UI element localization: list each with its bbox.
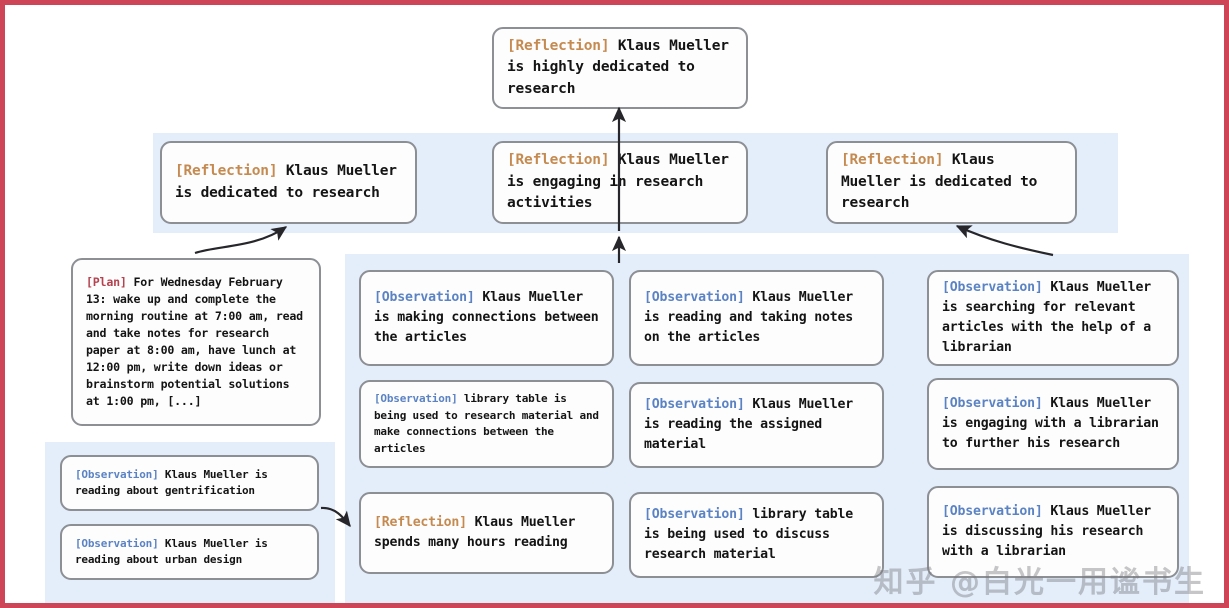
node-plan-text: [Plan] For Wednesday February 13: wake u… — [86, 274, 306, 410]
tag-reflection: [Reflection] — [841, 152, 944, 169]
tag-observation: [Observation] — [942, 504, 1043, 519]
tag-reflection: [Reflection] — [175, 163, 278, 179]
node-obs-bottomleft-2[interactable]: [Observation] Klaus Mueller is reading a… — [60, 524, 319, 580]
node-obs-bottomleft-2-body: Klaus Mueller is reading about urban des… — [75, 536, 268, 567]
node-col2-1[interactable]: [Observation] Klaus Mueller is making co… — [359, 270, 614, 366]
node-col2-2-body: library table is being used to research … — [374, 392, 599, 455]
node-plan[interactable]: [Plan] For Wednesday February 13: wake u… — [71, 258, 321, 426]
node-obs-bottomleft-1-text: [Observation] Klaus Mueller is reading a… — [75, 467, 304, 500]
node-col2-3[interactable]: [Reflection] Klaus Mueller spends many h… — [359, 492, 614, 574]
tag-observation: [Observation] — [942, 396, 1043, 411]
node-reflection-left-text: [Reflection] Klaus Mueller is dedicated … — [175, 161, 402, 204]
tag-observation: [Observation] — [644, 290, 745, 305]
node-col4-3[interactable]: [Observation] Klaus Mueller is discussin… — [927, 486, 1179, 578]
node-col3-1-text: [Observation] Klaus Mueller is reading a… — [644, 288, 869, 348]
node-reflection-right[interactable]: [Reflection] Klaus Mueller is dedicated … — [826, 141, 1077, 224]
node-col3-1[interactable]: [Observation] Klaus Mueller is reading a… — [629, 270, 884, 366]
tag-observation: [Observation] — [644, 507, 745, 522]
node-reflection-right-text: [Reflection] Klaus Mueller is dedicated … — [841, 150, 1062, 215]
tag-observation: [Observation] — [75, 467, 159, 481]
node-reflection-mid-body: Klaus Mueller is engaging in research ac… — [507, 152, 729, 212]
node-col3-2-text: [Observation] Klaus Mueller is reading t… — [644, 395, 869, 455]
node-col4-2-body: Klaus Mueller is engaging with a librari… — [942, 396, 1159, 451]
node-col3-3-body: library table is being used to discuss r… — [644, 507, 853, 562]
node-reflection-right-body: Klaus Mueller is dedicated to research — [841, 152, 1038, 212]
node-col2-2-text: [Observation] library table is being use… — [374, 391, 599, 457]
node-root-body: Klaus Mueller is highly dedicated to res… — [507, 37, 729, 97]
tag-observation: [Observation] — [644, 397, 745, 412]
node-obs-bottomleft-1-body: Klaus Mueller is reading about gentrific… — [75, 467, 268, 498]
node-col4-3-text: [Observation] Klaus Mueller is discussin… — [942, 502, 1164, 562]
tag-observation: [Observation] — [374, 392, 458, 405]
node-root-reflection[interactable]: [Reflection] Klaus Mueller is highly ded… — [492, 27, 748, 109]
node-plan-body: For Wednesday February 13: wake up and c… — [86, 275, 303, 408]
node-obs-bottomleft-1[interactable]: [Observation] Klaus Mueller is reading a… — [60, 455, 319, 511]
node-col4-3-body: Klaus Mueller is discussing his research… — [942, 504, 1151, 559]
node-col2-1-text: [Observation] Klaus Mueller is making co… — [374, 288, 599, 348]
node-col3-3[interactable]: [Observation] library table is being use… — [629, 492, 884, 578]
node-col2-3-text: [Reflection] Klaus Mueller spends many h… — [374, 513, 599, 553]
node-col4-2-text: [Observation] Klaus Mueller is engaging … — [942, 394, 1164, 454]
node-col3-2[interactable]: [Observation] Klaus Mueller is reading t… — [629, 382, 884, 468]
node-root-text: [Reflection] Klaus Mueller is highly ded… — [507, 36, 733, 101]
node-col2-1-body: Klaus Mueller is making connections betw… — [374, 290, 599, 345]
tag-observation: [Observation] — [374, 290, 475, 305]
tag-observation: [Observation] — [75, 536, 159, 550]
tag-plan: [Plan] — [86, 275, 127, 289]
node-reflection-mid-text: [Reflection] Klaus Mueller is engaging i… — [507, 150, 733, 215]
node-col2-2[interactable]: [Observation] library table is being use… — [359, 380, 614, 468]
node-reflection-mid[interactable]: [Reflection] Klaus Mueller is engaging i… — [492, 141, 748, 224]
node-col4-2[interactable]: [Observation] Klaus Mueller is engaging … — [927, 378, 1179, 470]
tag-observation: [Observation] — [942, 280, 1043, 295]
node-obs-bottomleft-2-text: [Observation] Klaus Mueller is reading a… — [75, 536, 304, 569]
node-col4-1-body: Klaus Mueller is searching for relevant … — [942, 280, 1151, 355]
tag-reflection: [Reflection] — [374, 515, 467, 530]
node-col3-1-body: Klaus Mueller is reading and taking note… — [644, 290, 853, 345]
node-reflection-left-body: Klaus Mueller is dedicated to research — [175, 163, 397, 201]
node-col2-3-body: Klaus Mueller spends many hours reading — [374, 515, 576, 550]
node-col4-1-text: [Observation] Klaus Mueller is searching… — [942, 278, 1164, 358]
node-reflection-left[interactable]: [Reflection] Klaus Mueller is dedicated … — [160, 141, 417, 224]
node-col3-3-text: [Observation] library table is being use… — [644, 505, 869, 565]
tag-reflection: [Reflection] — [507, 37, 610, 54]
node-col4-1[interactable]: [Observation] Klaus Mueller is searching… — [927, 270, 1179, 366]
tag-reflection: [Reflection] — [507, 152, 610, 169]
node-col3-2-body: Klaus Mueller is reading the assigned ma… — [644, 397, 853, 452]
